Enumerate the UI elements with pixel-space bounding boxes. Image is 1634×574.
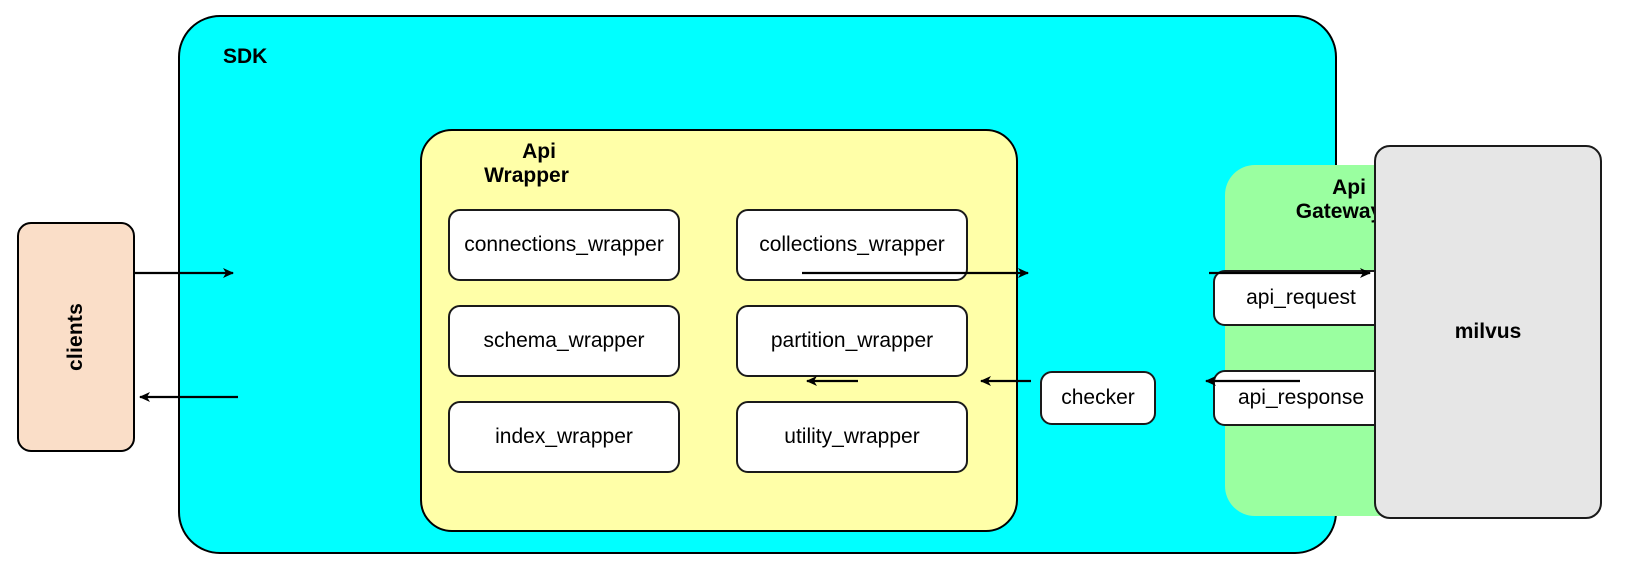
node-api-response[interactable]: api_response [1213, 370, 1389, 426]
api-wrapper-title: Api Wrapper [464, 140, 614, 187]
milvus-label: milvus [1454, 320, 1522, 343]
api-wrapper-title-line1: Api [522, 140, 556, 163]
clients-node[interactable]: clients [17, 222, 135, 452]
api-gateway-title: Api Gateway [1269, 176, 1429, 223]
node-schema-wrapper[interactable]: schema_wrapper [448, 305, 680, 377]
node-checker[interactable]: checker [1040, 371, 1156, 425]
node-collections-wrapper[interactable]: collections_wrapper [736, 209, 968, 281]
node-utility-wrapper[interactable]: utility_wrapper [736, 401, 968, 473]
milvus-node[interactable]: milvus [1374, 145, 1602, 519]
api-wrapper-title-line2: Wrapper [484, 163, 569, 187]
node-connections-wrapper[interactable]: connections_wrapper [448, 209, 680, 281]
api-gateway-title-line2: Gateway [1295, 199, 1383, 223]
api-wrapper-group: Api Wrapper connections_wrapper collecti… [420, 129, 1018, 532]
clients-label: clients [64, 303, 87, 371]
node-partition-wrapper[interactable]: partition_wrapper [736, 305, 968, 377]
sdk-container: SDK Api Wrapper connections_wrapper coll… [178, 15, 1461, 554]
api-gateway-title-line1: Api [1332, 176, 1366, 199]
node-index-wrapper[interactable]: index_wrapper [448, 401, 680, 473]
sdk-title: SDK [223, 45, 268, 68]
node-api-request[interactable]: api_request [1213, 270, 1389, 326]
